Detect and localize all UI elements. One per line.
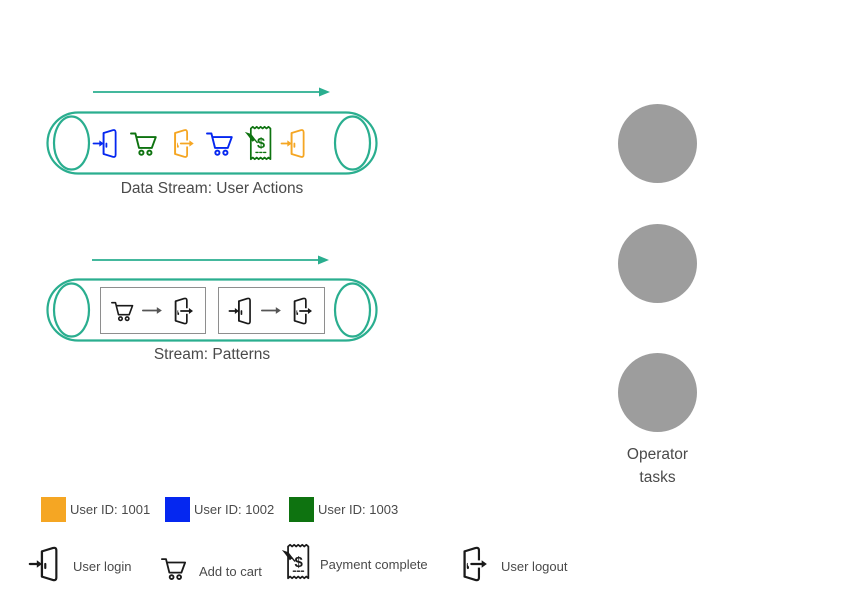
stream1-event-icons — [92, 121, 320, 165]
add-to-cart-icon — [205, 129, 237, 158]
stream2-flow-arrow — [92, 255, 329, 265]
icon-legend-item-logout: User logout — [456, 543, 567, 589]
arrow-right-icon — [261, 305, 283, 316]
user-logout-icon — [456, 544, 492, 584]
operator-task-circle-2 — [618, 224, 697, 303]
arrow-right-icon — [142, 305, 164, 316]
stream2-label: Stream: Patterns — [153, 346, 271, 363]
user-1001-color-swatch — [41, 497, 66, 522]
stream2-pipe — [46, 278, 378, 342]
operator-task-circle-1 — [618, 104, 697, 183]
icon-legend-label: User logout — [501, 558, 568, 574]
user-legend-label: User ID: 1003 — [318, 502, 399, 517]
user-1002-color-swatch — [165, 497, 190, 522]
user-1003-color-swatch — [289, 497, 314, 522]
stream1-label: Data Stream: User Actions — [120, 180, 304, 197]
icon-legend-item-cart: Add to cart — [160, 548, 262, 594]
user-legend-item-1003: User ID: 1003 — [289, 497, 398, 522]
user-legend-item-1001: User ID: 1001 — [41, 497, 150, 522]
icon-legend-item-payment: Payment complete — [281, 541, 428, 587]
add-to-cart-icon — [129, 129, 161, 158]
user-logout-icon — [288, 296, 316, 326]
payment-complete-icon — [281, 540, 311, 583]
pattern-box-cart-logout — [100, 287, 206, 334]
user-login-icon — [280, 127, 310, 160]
icon-legend-label: User login — [73, 558, 132, 574]
icon-legend-label: Payment complete — [320, 556, 428, 572]
stream1-flow-arrow — [93, 87, 330, 97]
user-legend-item-1002: User ID: 1002 — [165, 497, 274, 522]
user-login-icon — [228, 296, 256, 326]
user-login-icon — [28, 544, 64, 584]
icon-legend-item-login: User login — [28, 543, 132, 589]
operator-task-circle-3 — [618, 353, 697, 432]
user-logout-icon — [169, 296, 197, 326]
add-to-cart-icon — [110, 299, 137, 323]
user-login-icon — [92, 127, 122, 160]
payment-complete-icon — [244, 124, 273, 162]
user-legend-label: User ID: 1002 — [194, 502, 275, 517]
pattern-box-login-logout — [218, 287, 325, 334]
icon-holder — [281, 540, 311, 588]
add-to-cart-icon — [160, 555, 190, 582]
operator-tasks-label: Operator tasks — [626, 446, 689, 486]
icon-legend-label: Add to cart — [199, 563, 262, 579]
user-legend-label: User ID: 1001 — [70, 502, 151, 517]
stream1-pipe — [46, 111, 378, 175]
icon-holder — [28, 544, 64, 589]
user-logout-icon — [168, 127, 198, 160]
icon-holder — [456, 544, 492, 589]
icon-holder — [160, 555, 190, 587]
